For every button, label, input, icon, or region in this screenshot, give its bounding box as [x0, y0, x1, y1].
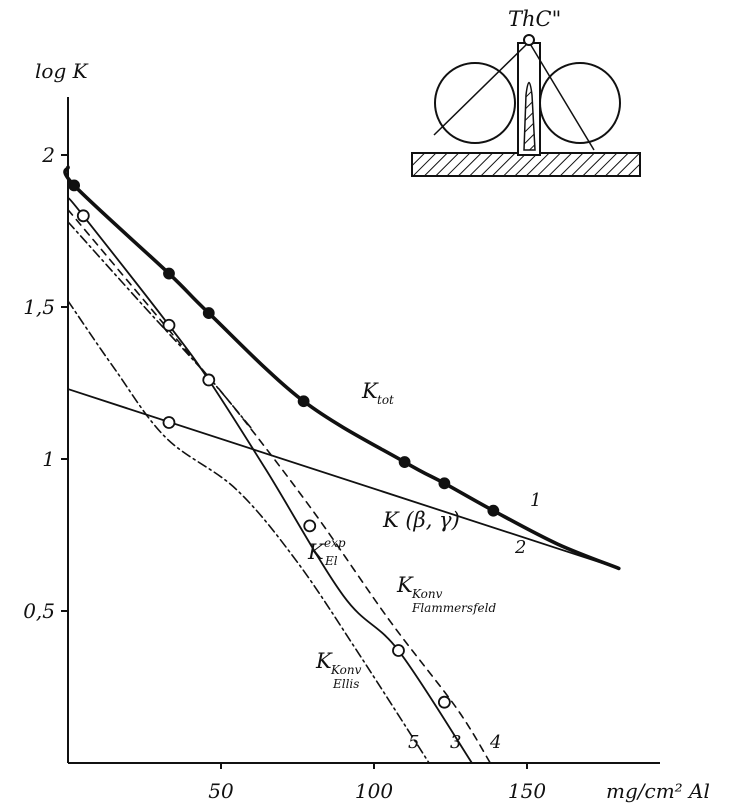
label-ellis-main: K: [315, 649, 333, 673]
inset-ray-left: [433, 41, 530, 136]
label-k-beta-gamma: K (β, γ): [382, 508, 460, 532]
label-k-konv-ellis: K Konv Ellis: [315, 649, 362, 691]
data-point-filled: [487, 504, 500, 517]
y-tick-label: 2: [41, 143, 55, 167]
x-axis-title: mg/cm² Al: [606, 779, 710, 803]
curve-number-5: 5: [408, 732, 419, 753]
curve-number-1: 1: [530, 490, 541, 511]
x-tick-label: 100: [355, 779, 393, 803]
x-tick-label: 50: [208, 779, 234, 803]
data-point-filled: [163, 267, 175, 280]
inset-left-counter: [434, 62, 516, 144]
series-k-tot: [63, 165, 621, 571]
x-ticks: 50 100 150: [208, 763, 546, 803]
data-point-open: [303, 519, 317, 533]
inset-stem-hatch: [523, 81, 536, 151]
series-k-konv-ellis: [67, 300, 430, 764]
data-point-open: [162, 318, 176, 332]
label-k-tot-sub: tot: [377, 393, 394, 407]
curve-number-2: 2: [514, 537, 526, 558]
curve-number-3: 3: [450, 732, 461, 753]
y-tick-label: 1,5: [23, 295, 55, 319]
label-flammersfeld-sub: Konv: [411, 587, 443, 601]
label-flammersfeld-sub2: Flammersfeld: [411, 601, 496, 615]
y-tick-label: 0,5: [23, 599, 55, 623]
inset-ray-right: [528, 41, 595, 151]
data-point-open: [76, 209, 90, 223]
curve-number-4: 4: [489, 732, 501, 753]
label-flammersfeld-main: K: [396, 573, 414, 597]
inset-source-marker: [523, 34, 535, 46]
x-tick-label: 150: [508, 779, 546, 803]
label-k-el-exp-sub: El: [324, 554, 338, 568]
data-point-open: [202, 373, 216, 387]
series-k-konv-ellis-upper: [67, 221, 253, 430]
series-k-beta-gamma: [67, 388, 620, 570]
data-point-open: [392, 644, 405, 657]
label-ellis-sub2: Ellis: [332, 677, 359, 691]
label-k-konv-flammersfeld: K Konv Flammersfeld: [396, 573, 496, 615]
data-point-filled: [68, 179, 81, 192]
inset-base-plate: [411, 152, 641, 177]
axes: [67, 97, 660, 764]
data-point-open: [437, 695, 451, 709]
label-k-el-exp-main: K: [307, 540, 325, 564]
y-ticks: 0,5 1 1,5 2: [23, 143, 68, 623]
inset-diagram: ThC": [411, 7, 641, 177]
data-point-filled: [438, 477, 451, 490]
label-ellis-sub: Konv: [330, 663, 362, 677]
data-point-filled: [297, 395, 310, 408]
data-point-filled: [202, 307, 215, 319]
label-k-tot-main: K: [361, 379, 379, 403]
y-axis-title: log K: [35, 59, 89, 83]
inset-right-counter: [539, 62, 621, 144]
inset-label: ThC": [508, 7, 561, 31]
label-k-beta-gamma-main: K (β, γ): [382, 508, 460, 532]
label-k-tot: K tot: [361, 379, 394, 407]
label-k-el-exp: K exp El: [307, 536, 346, 568]
y-tick-label: 1: [42, 447, 55, 471]
data-point-filled: [398, 456, 411, 468]
data-point-open: [162, 416, 176, 429]
marker-layer: [68, 179, 500, 709]
label-k-el-exp-sup: exp: [324, 536, 346, 550]
